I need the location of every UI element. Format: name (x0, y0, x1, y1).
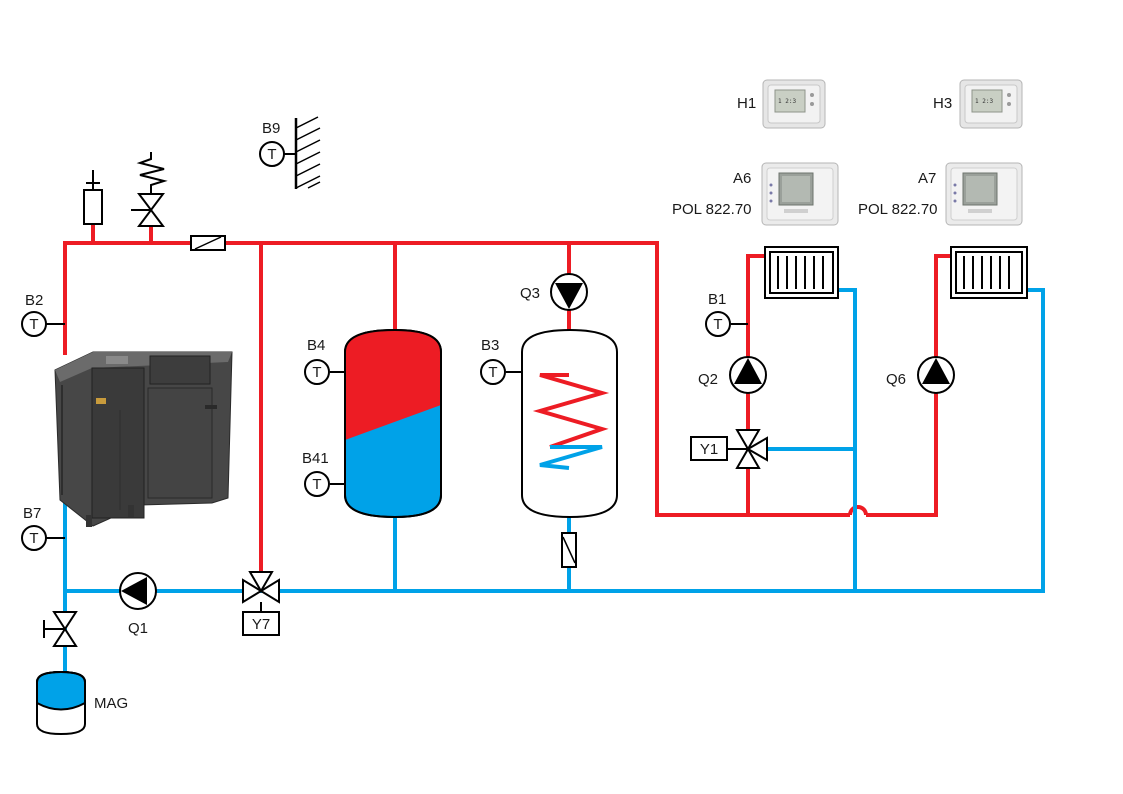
room-unit-icon: 1 2:3 H1 (737, 79, 826, 129)
temp-sensor-b4: T B4 (304, 337, 330, 385)
pump-icon: Q1 (119, 572, 157, 637)
room-unit-label-h3: H3 (933, 95, 952, 112)
temp-sensor-b3: T B3 (480, 337, 506, 385)
sensor-label-b41: B41 (302, 450, 329, 467)
svg-text:T: T (312, 364, 321, 381)
pump-icon: Q3 (520, 273, 588, 311)
sensor-label-b2: B2 (25, 292, 43, 309)
supply-main-header (63, 241, 850, 517)
wall-icon (284, 116, 321, 189)
pump-icon: Q6 (886, 356, 955, 394)
dhw-tank-icon (521, 328, 618, 519)
room-unit-icon: 1 2:3 H3 (933, 79, 1023, 129)
dhw-coil-cold (539, 445, 603, 470)
sensor-label-b1: B1 (708, 291, 726, 308)
pump-label-q6: Q6 (886, 371, 906, 388)
svg-text:1 2:3: 1 2:3 (975, 98, 993, 105)
controller-label-a6: A6 (733, 170, 751, 187)
safety-valve-icon (131, 152, 168, 227)
vessel-label-mag: MAG (94, 695, 128, 712)
supply-circuit-1 (746, 254, 765, 515)
sensor-label-b7: B7 (23, 505, 41, 522)
svg-text:T: T (488, 364, 497, 381)
return-circuit-1 (838, 288, 857, 591)
sensor-stubs (46, 323, 748, 539)
return-main (63, 288, 1045, 593)
sensor-label-b4: B4 (307, 337, 325, 354)
buffer-tank-icon (344, 328, 442, 519)
valve-label-y1: Y1 (700, 441, 718, 458)
temp-sensor-b41: T B41 (302, 450, 330, 497)
svg-text:T: T (29, 316, 38, 333)
air-vent-icon (83, 170, 103, 225)
temp-sensor-b9: T B9 (259, 120, 285, 167)
check-valve-icon (190, 235, 226, 251)
dhw-coil-hot (532, 373, 610, 449)
controller-model-a7: POL 822.70 (858, 201, 938, 218)
temp-sensor-b2: T B2 (21, 292, 47, 337)
pump-label-q1: Q1 (128, 620, 148, 637)
pump-icon: Q2 (698, 356, 767, 394)
svg-text:T: T (713, 316, 722, 333)
three-way-valve-icon: Y1 (690, 429, 768, 469)
radiator-icon (950, 246, 1028, 299)
boiler-icon (54, 351, 233, 527)
expansion-vessel-icon: MAG (36, 670, 128, 736)
sensor-label-b9: B9 (262, 120, 280, 137)
controller-model-a6: POL 822.70 (672, 201, 752, 218)
pump-label-q3: Q3 (520, 285, 540, 302)
controller-icon: A6 POL 822.70 (672, 162, 839, 226)
controller-label-a7: A7 (918, 170, 936, 187)
check-valve-icon (561, 532, 577, 568)
svg-text:T: T (312, 476, 321, 493)
three-way-valve-icon: Y7 (242, 571, 280, 636)
supply-crossover-arc (848, 505, 868, 516)
sensor-label-b3: B3 (481, 337, 499, 354)
temp-sensor-b1: T B1 (705, 291, 731, 337)
svg-text:T: T (29, 530, 38, 547)
radiator-icon (764, 246, 839, 299)
shutoff-valve-icon (43, 611, 78, 647)
svg-text:1 2:3: 1 2:3 (778, 98, 796, 105)
controller-icon: A7 POL 822.70 (858, 162, 1023, 226)
pump-label-q2: Q2 (698, 371, 718, 388)
valve-label-y7: Y7 (252, 616, 270, 633)
svg-text:T: T (267, 146, 276, 163)
room-unit-label-h1: H1 (737, 95, 756, 112)
temp-sensor-b7: T B7 (21, 505, 47, 551)
